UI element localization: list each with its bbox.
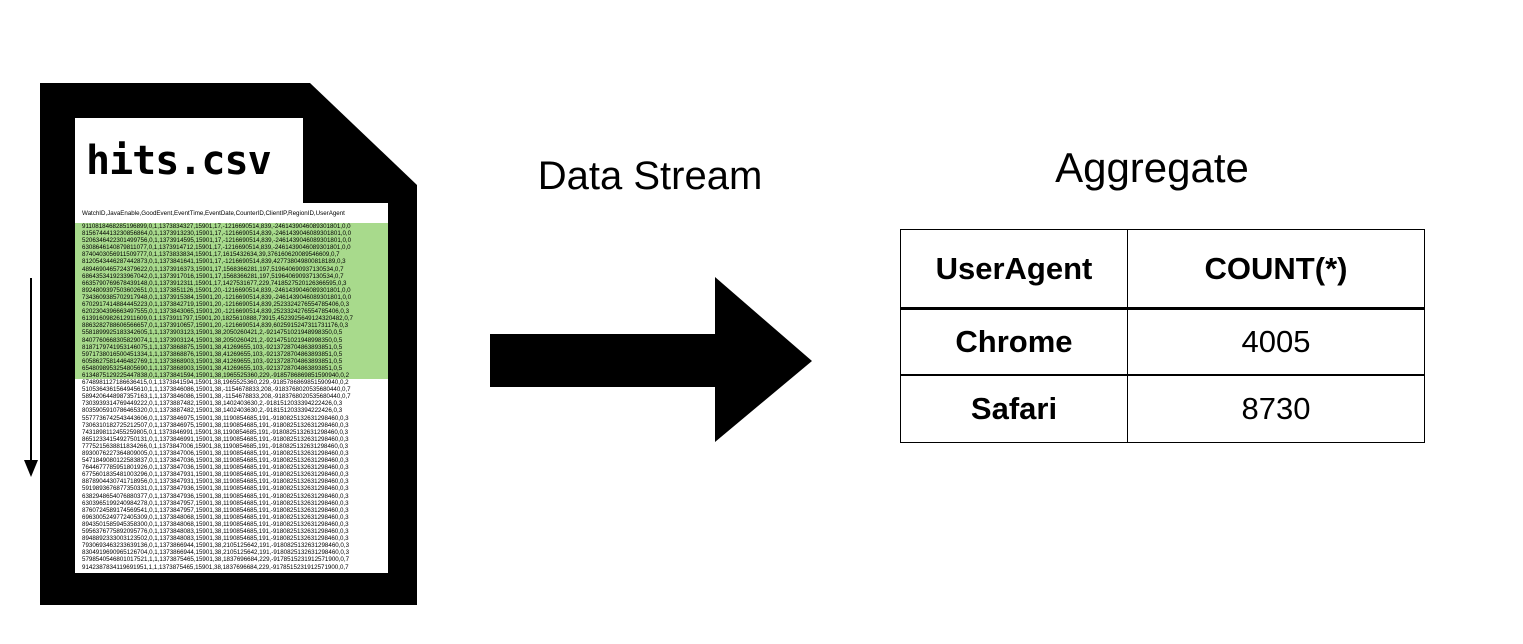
csv-row: 7303939314769449222,0,1,1373887482,15901… — [82, 400, 343, 408]
csv-row: 8651233415492750131,0,1,1373846991,15901… — [82, 435, 349, 443]
csv-row: 9142387834119691951,1,1,1373875465,15901… — [82, 563, 349, 571]
table-cell-browser-safari: Safari — [901, 376, 1128, 442]
csv-row: 5956376775892095776,0,1,1373848083,15901… — [82, 528, 349, 536]
csv-row: 6308646140879811077,0,1,1373914712,15901… — [82, 244, 351, 252]
aggregate-title: Aggregate — [1055, 144, 1249, 191]
csv-row: 8120543446287442873,0,1,1373841641,15901… — [82, 258, 346, 266]
table-header-useragent: UserAgent — [901, 230, 1128, 310]
csv-row: 8924809397503602651,0,1,1373851126,15901… — [82, 286, 351, 294]
csv-row: 7930693463233639136,0,1,1373866944,15901… — [82, 542, 350, 550]
table-cell-browser-chrome: Chrome — [901, 310, 1128, 376]
csv-row: 6139160982612911609,0,1,1373911797,15901… — [82, 315, 353, 323]
csv-row: 5206346422301499756,0,1,1373914595,15901… — [82, 237, 352, 245]
csv-row: 8187179741953146075,1,1,1373868875,15901… — [82, 343, 343, 351]
file-name-label: hits.csv — [86, 138, 272, 184]
csv-row: 7343609385702917948,0,1,1373915384,15901… — [82, 293, 352, 301]
csv-row: 8407760668305829074,1,1,1373903124,15901… — [82, 336, 343, 344]
aggregate-table: UserAgent COUNT(*) Chrome 4005 Safari 87… — [900, 229, 1425, 443]
csv-highlighted-rows: 9110818468285196899,0,1,1373834327,15901… — [75, 223, 388, 380]
csv-row: 8878904430741718956,0,1,1373847931,15901… — [82, 478, 349, 486]
csv-row: 8930076227364809005,0,1,1373847006,15901… — [82, 450, 349, 457]
table-cell-count-safari: 8730 — [1241, 391, 1311, 426]
csv-row: 5894206448987357163,1,1,1373846086,15901… — [82, 393, 351, 401]
csv-row: 5971738016500451334,1,1,1373868876,15901… — [82, 350, 343, 358]
csv-row: 7431898112455259805,0,1,1373846991,15901… — [82, 428, 349, 436]
csv-header-row: WatchID,JavaEnable,GoodEvent,EventTime,E… — [82, 210, 345, 217]
table-header-count: COUNT(*) — [1128, 230, 1424, 310]
csv-row: 5471849080122583837,0,1,1373847036,15901… — [82, 457, 349, 465]
csv-row: 9110818468285196899,0,1,1373834327,15901… — [82, 223, 351, 230]
csv-row: 7306310182725212507,0,1,1373846975,15901… — [82, 421, 349, 429]
csv-row: 6635790769678439148,0,1,1373912311,15901… — [82, 279, 347, 287]
scroll-down-arrow-icon — [24, 278, 38, 477]
csv-row: 6303965199240984278,0,1,1373847957,15901… — [82, 499, 349, 507]
csv-row: 6548098953254805690,1,1,1373868903,15901… — [82, 364, 343, 372]
csv-row: 5105364361564945610,1,1,1373846086,15901… — [82, 386, 351, 394]
csv-row: 7644677785951801926,0,1,1373847036,15901… — [82, 464, 349, 472]
csv-row: 8948892333003123502,0,1,1373848083,15901… — [82, 535, 349, 543]
csv-row: 4894690465724379622,0,1,1373916373,15901… — [82, 265, 344, 273]
csv-row: 6963005249772405309,0,1,1373848068,15901… — [82, 513, 349, 521]
csv-row: 8035905910786465320,0,1,1373887482,15901… — [82, 407, 343, 415]
csv-row: 6702917414884445223,0,1,1373842719,15901… — [82, 301, 350, 309]
data-stream-label: Data Stream — [537, 154, 763, 198]
csv-row: 5577736742543443606,0,1,1373846975,15901… — [82, 414, 349, 422]
csv-row: 7775215638811834266,0,1,1373847006,15901… — [82, 442, 349, 450]
csv-plain-rows: 6748981127186636415,0,1,1373841594,15901… — [82, 379, 388, 571]
table-cell-count-chrome: 4005 — [1128, 310, 1424, 376]
csv-row: 6864353419233967042,0,1,1373917016,15901… — [82, 272, 344, 280]
csv-row: 6134875129225447838,0,1,1373841594,15901… — [82, 371, 350, 379]
csv-row: 5581899925183342605,1,1,1373903123,15901… — [82, 329, 343, 337]
csv-row: 8943501585945358300,0,1,1373848068,15901… — [82, 520, 349, 528]
csv-row: 8760724589174569541,0,1,1373847957,15901… — [82, 506, 349, 514]
csv-row: 6058627581446482769,1,1,1373868903,15901… — [82, 357, 343, 365]
csv-row: 6775601835481003296,0,1,1373847931,15901… — [82, 471, 349, 479]
csv-row: 5798540546801017521,1,1,1373875465,15901… — [82, 556, 350, 564]
csv-row: 8740403056911509777,0,1,1373833834,15901… — [82, 251, 340, 259]
data-stream-arrow-icon — [490, 277, 812, 442]
csv-row: 6748981127186636415,0,1,1373841594,15901… — [82, 379, 349, 387]
csv-file-card: hits.csv WatchID,JavaEnable,GoodEvent,Ev… — [40, 83, 417, 605]
csv-content: WatchID,JavaEnable,GoodEvent,EventTime,E… — [75, 210, 388, 571]
csv-row: 6382948654076880377,0,1,1373847936,15901… — [82, 492, 349, 500]
csv-row: 8156744413230856864,0,1,1373913230,15901… — [82, 230, 352, 238]
csv-row: 6202304396663497555,0,1,1373843065,15901… — [82, 308, 350, 316]
csv-row: 8863282788606566657,0,1,1373910657,15901… — [82, 322, 349, 330]
csv-row: 8304919690965126704,0,1,1373866944,15901… — [82, 549, 350, 557]
csv-row: 5919893676877350331,0,1,1373847936,15901… — [82, 485, 349, 493]
